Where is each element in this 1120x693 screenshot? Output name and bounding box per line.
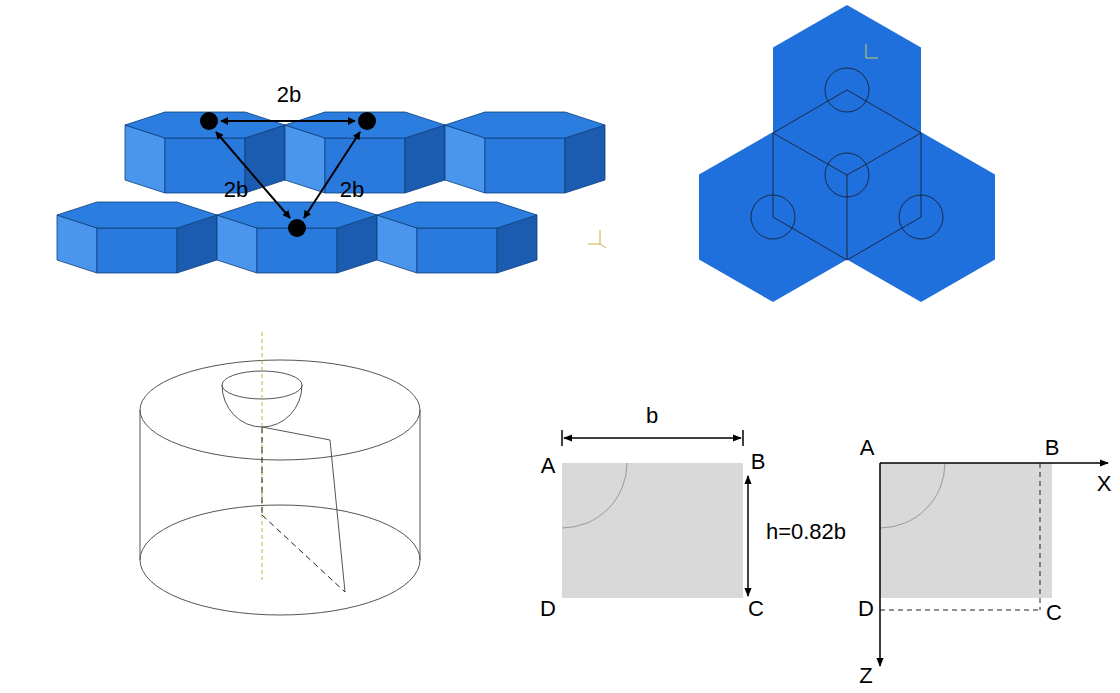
corner-label: B: [751, 451, 766, 473]
hexagon-prism: [285, 112, 445, 193]
corner-label: D: [540, 598, 556, 620]
spacing-arrows: [200, 112, 376, 237]
prism-top: [57, 202, 217, 228]
prism-top: [285, 112, 445, 138]
unit-cell: [773, 90, 921, 260]
prism-top: [377, 202, 537, 228]
hexagon-prism: [57, 202, 217, 273]
dimension-label: 2b: [224, 179, 248, 201]
axis-triad: [588, 230, 606, 248]
center-dot: [288, 219, 306, 237]
top-view: [699, 5, 995, 302]
center-dot: [200, 112, 218, 130]
hexagon-prism: [217, 202, 377, 273]
dimension-label: 2b: [340, 179, 364, 201]
spacing-arrow: [216, 132, 290, 218]
corner-label: D: [858, 598, 874, 620]
dimension-arrow: [564, 437, 741, 439]
corner-label: A: [860, 437, 875, 459]
spacing-arrow: [304, 132, 360, 218]
hexagon-prism: [125, 112, 285, 193]
prism-top: [125, 112, 285, 138]
cylinder-wireframe: [140, 332, 420, 615]
dimension-label: h=0.82b: [766, 521, 846, 543]
hexagon-prism: [445, 112, 605, 193]
dimension-label: b: [646, 405, 658, 427]
axis-arrow: [879, 463, 881, 666]
corner-label: A: [541, 455, 556, 477]
cross-section: [562, 430, 748, 598]
dimension-arrow: [747, 476, 749, 596]
deformed-section: [880, 463, 1108, 666]
axis-label: Z: [859, 665, 872, 687]
prism-face: [485, 138, 565, 193]
corner-label: B: [1045, 437, 1060, 459]
prism-face: [97, 228, 177, 273]
prism-top: [445, 112, 605, 138]
axis-arrow: [880, 462, 1108, 464]
dimension-label: 2b: [277, 84, 301, 106]
hexagon-prisms: [57, 112, 605, 273]
center-dot: [358, 112, 376, 130]
axis-label: X: [1097, 473, 1112, 495]
prism-face: [417, 228, 497, 273]
spacing-arrow: [221, 120, 355, 122]
corner-label: C: [1046, 602, 1062, 624]
corner-label: C: [748, 598, 764, 620]
hexagon-prism: [377, 202, 537, 273]
